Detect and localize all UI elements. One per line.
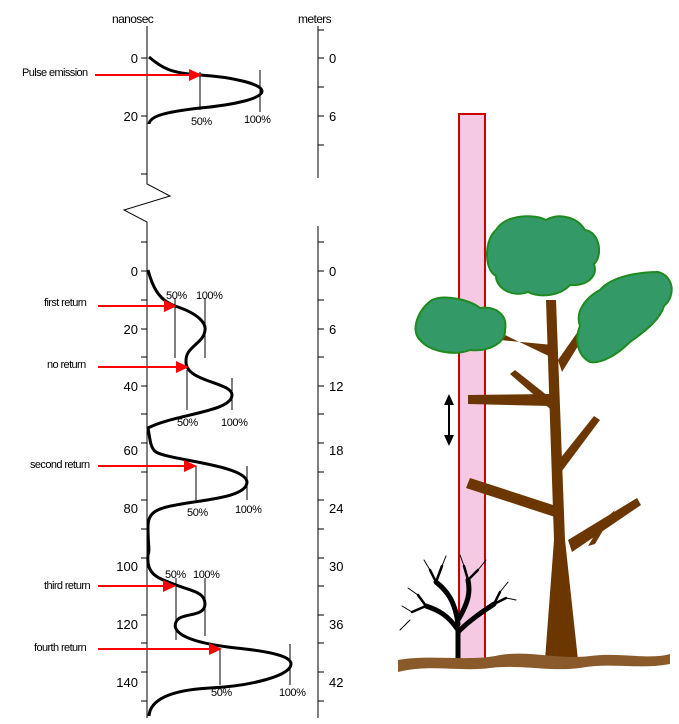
pulse-emission-label: Pulse emission: [22, 67, 88, 79]
forest-scene: [398, 114, 672, 672]
return-panel: 0 20 40 60 80 100 120 140 0 6: [30, 226, 343, 718]
pulse-peak-label: 100%: [244, 114, 271, 126]
return-half-label: 50%: [165, 569, 186, 581]
return-peak-label: 100%: [221, 417, 248, 429]
meters-tick-label: 24: [329, 501, 343, 516]
foliage-left: [416, 298, 506, 353]
return-peak-label: 100%: [279, 687, 306, 699]
meters-ticks-top: [318, 30, 324, 145]
meters-tick-label: 0: [329, 264, 336, 279]
emission-panel: nanosec meters 0 20 0 6 50% 100% Pulse e…: [22, 12, 336, 180]
nanosec-tick-label: 20: [124, 109, 138, 124]
meters-tick-label: 42: [329, 675, 343, 690]
nanosec-tick-label: 140: [116, 675, 138, 690]
nanosec-ticks-bottom: [141, 242, 147, 701]
return-half-label: 50%: [211, 687, 232, 699]
nanosec-tick-label: 80: [124, 501, 138, 516]
return-half-label: 50%: [177, 417, 198, 429]
ground: [398, 654, 670, 672]
meters-tick-label: 0: [329, 51, 336, 66]
return-peak-label: 100%: [235, 504, 262, 516]
meters-tick-label: 12: [329, 379, 343, 394]
second-return-label: second return: [30, 459, 90, 471]
meters-tick-label: 36: [329, 617, 343, 632]
nanosec-tick-label: 100: [116, 559, 138, 574]
nanosec-tick-label: 40: [124, 379, 138, 394]
height-arrow-up-head: [444, 394, 454, 405]
return-half-label: 50%: [166, 290, 187, 302]
return-peak-label: 100%: [196, 290, 223, 302]
meters-ticks-bottom: [318, 242, 324, 701]
first-return-label: first return: [44, 297, 87, 309]
fourth-return-label: fourth return: [34, 642, 87, 654]
nanosec-axis-title: nanosec: [112, 12, 154, 26]
meters-tick-label: 6: [329, 109, 336, 124]
pulse-half-label: 50%: [191, 116, 212, 128]
nanosec-tick-label: 0: [131, 264, 138, 279]
laser-beam: [459, 114, 485, 660]
nanosec-tick-label: 20: [124, 322, 138, 337]
return-peak-label: 100%: [193, 569, 220, 581]
meters-axis-title: meters: [298, 12, 332, 26]
meters-tick-label: 18: [329, 443, 343, 458]
nanosec-tick-label: 0: [131, 51, 138, 66]
foliage-top: [487, 216, 599, 295]
axis-break: [124, 180, 170, 226]
third-return-label: third return: [44, 580, 90, 592]
return-markers: [175, 298, 290, 685]
nanosec-tick-label: 120: [116, 617, 138, 632]
height-arrow-down-head: [444, 435, 454, 446]
nanosec-tick-label: 60: [124, 443, 138, 458]
return-half-label: 50%: [187, 507, 208, 519]
no-return-label: no return: [47, 359, 86, 371]
foliage-right: [577, 272, 671, 362]
meters-tick-label: 6: [329, 322, 336, 337]
meters-tick-label: 30: [329, 559, 343, 574]
